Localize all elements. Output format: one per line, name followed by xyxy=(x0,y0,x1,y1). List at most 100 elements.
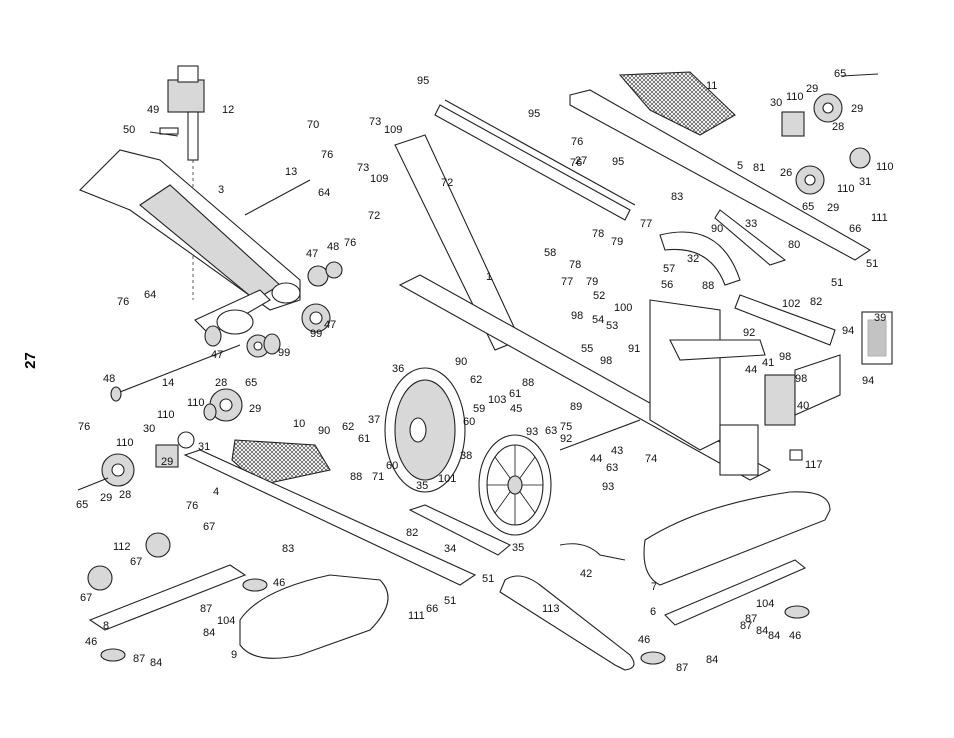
callout-87: 87 xyxy=(200,603,212,615)
callout-40: 40 xyxy=(797,400,809,412)
bracket-102 xyxy=(734,294,836,346)
callout-117: 117 xyxy=(805,459,823,471)
link-33 xyxy=(714,209,787,266)
console-top xyxy=(177,65,199,83)
callout-90: 90 xyxy=(711,223,723,235)
cover-32 xyxy=(659,231,741,286)
callout-76: 76 xyxy=(570,157,582,169)
screw-50 xyxy=(149,131,179,137)
callout-84: 84 xyxy=(756,625,768,637)
rail-27-edge xyxy=(444,99,636,206)
stabilizer-6 xyxy=(664,559,807,626)
callout-88: 88 xyxy=(702,280,714,292)
callout-79: 79 xyxy=(611,236,623,248)
callout-67: 67 xyxy=(80,592,92,604)
console-head xyxy=(167,79,205,113)
callout-88: 88 xyxy=(522,377,534,389)
callout-92: 92 xyxy=(743,327,755,339)
bracket-34 xyxy=(408,504,512,556)
console-mast-assembly xyxy=(149,65,205,300)
axle-13 xyxy=(244,179,311,216)
callout-74: 74 xyxy=(645,453,657,465)
callout-98: 98 xyxy=(795,373,807,385)
callout-70: 70 xyxy=(307,119,319,131)
belt-113 xyxy=(499,575,635,671)
callout-4: 4 xyxy=(213,486,219,498)
flywheel-36 xyxy=(384,367,466,493)
callout-44: 44 xyxy=(590,453,602,465)
callout-64: 64 xyxy=(318,187,330,199)
callout-109: 109 xyxy=(384,124,402,136)
pedal-11-tread xyxy=(618,71,736,136)
callout-84: 84 xyxy=(203,627,215,639)
bushing-31a xyxy=(849,147,871,169)
callout-7: 7 xyxy=(651,581,657,593)
axle-14 xyxy=(119,344,241,393)
callout-35: 35 xyxy=(512,542,524,554)
callout-81: 81 xyxy=(753,162,765,174)
callout-37: 37 xyxy=(368,414,380,426)
callout-102: 102 xyxy=(782,298,800,310)
callout-93: 93 xyxy=(602,481,614,493)
callout-104: 104 xyxy=(756,598,774,610)
callout-95: 95 xyxy=(528,108,540,120)
callout-46: 46 xyxy=(789,630,801,642)
callout-52: 52 xyxy=(593,290,605,302)
callout-29: 29 xyxy=(806,83,818,95)
wheel-112a xyxy=(87,565,113,591)
left-pulley-bracket xyxy=(77,431,195,491)
callout-1: 1 xyxy=(486,271,492,283)
callout-98: 98 xyxy=(779,351,791,363)
pulley-28b-hub xyxy=(219,398,233,412)
callout-60: 60 xyxy=(463,416,475,428)
clip-49 xyxy=(159,127,179,135)
rail-27 xyxy=(434,104,631,221)
callout-90: 90 xyxy=(318,425,330,437)
shroud-7 xyxy=(643,491,831,586)
callout-80: 80 xyxy=(788,239,800,251)
callout-30: 30 xyxy=(143,423,155,435)
board-41 xyxy=(764,374,796,426)
pulley-38-hub xyxy=(507,475,523,495)
callout-111: 111 xyxy=(408,610,425,622)
drive-pulley-38 xyxy=(478,434,552,536)
callout-110: 110 xyxy=(837,183,855,195)
callout-94: 94 xyxy=(862,375,874,387)
callout-3: 3 xyxy=(218,184,224,196)
leveler-46d xyxy=(784,605,810,619)
wheel-47a xyxy=(307,265,329,287)
callout-29: 29 xyxy=(827,202,839,214)
callout-51: 51 xyxy=(866,258,878,270)
callout-73: 73 xyxy=(369,116,381,128)
callout-110: 110 xyxy=(187,397,205,409)
callout-43: 43 xyxy=(611,445,623,457)
callout-49: 49 xyxy=(147,104,159,116)
callout-38: 38 xyxy=(460,450,472,462)
callout-87: 87 xyxy=(133,653,145,665)
bracket-30b xyxy=(155,444,179,468)
callout-90: 90 xyxy=(455,356,467,368)
callout-65: 65 xyxy=(834,68,846,80)
callout-56: 56 xyxy=(661,279,673,291)
callout-84: 84 xyxy=(706,654,718,666)
callout-51: 51 xyxy=(444,595,456,607)
callout-91: 91 xyxy=(628,343,640,355)
callout-72: 72 xyxy=(368,210,380,222)
callout-10: 10 xyxy=(293,418,305,430)
left-upper-pulley xyxy=(203,388,243,422)
callout-66: 66 xyxy=(426,603,438,615)
callout-84: 84 xyxy=(150,657,162,669)
bushing-31b xyxy=(177,431,195,449)
callout-51: 51 xyxy=(482,573,494,585)
wheel-47b xyxy=(204,325,222,347)
callout-5: 5 xyxy=(737,160,743,172)
callout-36: 36 xyxy=(392,363,404,375)
callout-88: 88 xyxy=(350,471,362,483)
battery-pack-39 xyxy=(861,311,893,365)
callout-93: 93 xyxy=(526,426,538,438)
wheel-47c xyxy=(263,333,281,355)
callout-110: 110 xyxy=(157,409,175,421)
callout-59: 59 xyxy=(473,403,485,415)
callout-58: 58 xyxy=(544,247,556,259)
